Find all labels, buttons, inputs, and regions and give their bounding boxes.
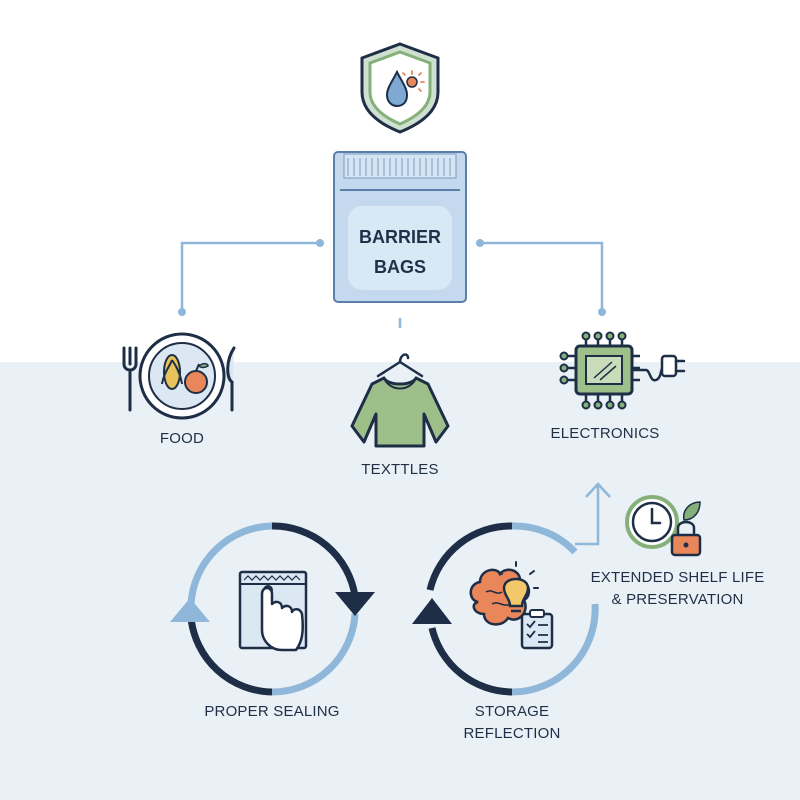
- textiles-label: TEXTTLES: [361, 461, 439, 478]
- plate-fork-knife-icon: [122, 332, 236, 420]
- center-title-line1: BARRIER: [358, 227, 441, 247]
- connector-dots: [178, 239, 606, 316]
- storage-reflection-line2: REFLECTION: [463, 725, 561, 742]
- connector-lines: [180, 241, 604, 328]
- cycle-arrowhead: [170, 598, 210, 622]
- center-title-line2: BAGS: [373, 257, 426, 277]
- sweater-hanger-icon: [350, 353, 450, 448]
- storage-reflection-line1: STORAGE: [474, 703, 550, 720]
- barrier-bag-icon: [333, 151, 467, 303]
- outcome-label-line2: & PRESERVATION: [611, 591, 744, 608]
- proper-sealing-label: PROPER SEALING: [204, 703, 340, 720]
- clock-lock-leaf-icon: [625, 495, 702, 557]
- outcome-label: EXTENDED SHELF LIFE & PRESERVATION: [565, 567, 790, 611]
- center-title: BARRIER BAGS: [336, 222, 464, 282]
- outcome-label-line1: EXTENDED SHELF LIFE: [590, 569, 765, 586]
- hand-seal-bag-icon: [238, 570, 308, 652]
- food-label: FOOD: [159, 430, 205, 447]
- storage-reflection-label: STORAGE REFLECTION: [437, 701, 587, 745]
- storage-reflection-cycle: [426, 522, 599, 696]
- shield-water-sun-icon: [360, 42, 440, 134]
- cycle-arrowhead: [412, 598, 452, 624]
- electronics-label: ELECTRONICS: [550, 425, 660, 442]
- proper-sealing-cycle: [187, 522, 359, 696]
- chip-plug-icon: [559, 331, 686, 410]
- arrow-to-outcome: [575, 482, 611, 546]
- cycle-arrowhead: [335, 592, 375, 616]
- brain-bulb-checklist-icon: [469, 561, 554, 650]
